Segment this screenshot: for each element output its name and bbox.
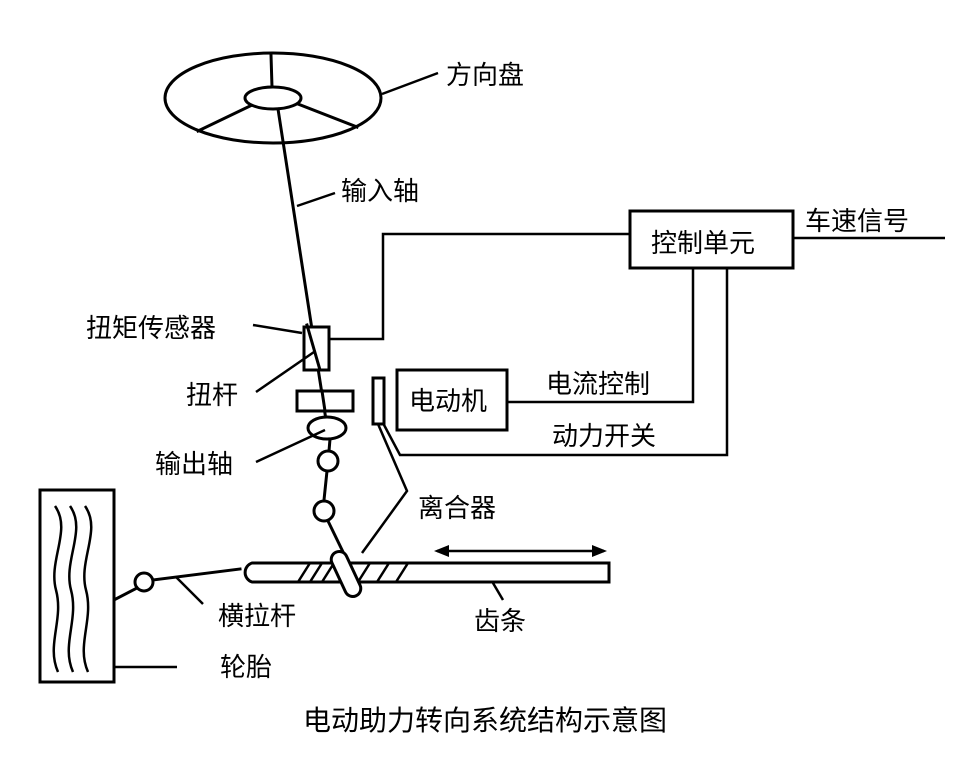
control-unit-label: 控制单元 — [651, 229, 755, 259]
output-shaft-leader — [255, 428, 326, 464]
current-control-wire — [507, 268, 695, 404]
tire — [38, 488, 116, 684]
ball-joint — [133, 571, 155, 593]
torsion-bar-label: 扭杆 — [186, 381, 238, 411]
universal-joint-1 — [316, 449, 340, 473]
control-unit-box — [628, 209, 795, 270]
torque-sensor-label: 扭矩传感器 — [86, 314, 216, 344]
torsion-bar-leader — [255, 350, 315, 394]
tire-label: 轮胎 — [220, 653, 272, 683]
clutch-label: 离合器 — [418, 494, 496, 524]
sensor-signal-wire — [330, 232, 630, 341]
rack-label: 齿条 — [474, 607, 526, 637]
vehicle-speed-signal-label: 车速信号 — [805, 207, 909, 237]
torque-sensor-leader — [252, 323, 303, 335]
steering-wheel-leader — [381, 71, 439, 96]
diagram-title: 电动助力转向系统结构示意图 — [303, 704, 667, 737]
tie-rod-label: 横拉杆 — [218, 602, 296, 632]
output-shaft-label: 输出轴 — [155, 450, 233, 480]
tie-rod-leader — [175, 576, 204, 605]
motor-label: 电动机 — [409, 387, 487, 417]
current-control-label: 电流控制 — [546, 370, 650, 400]
rack-leader — [491, 582, 505, 601]
torque-sensor — [302, 325, 331, 372]
rack — [243, 561, 611, 584]
power-switch-label: 动力开关 — [552, 422, 656, 452]
steering-wheel-label: 方向盘 — [446, 61, 524, 91]
clutch-element — [371, 376, 386, 426]
steering-wheel — [163, 51, 383, 145]
input-shaft-label: 输入轴 — [341, 177, 419, 207]
motor-box — [395, 368, 509, 432]
pinion — [329, 549, 363, 599]
clutch-leader — [360, 423, 409, 554]
input-shaft-leader — [296, 191, 336, 208]
power-switch-wire — [381, 268, 729, 457]
tie-rod — [151, 567, 242, 582]
universal-joint-2 — [312, 499, 336, 523]
